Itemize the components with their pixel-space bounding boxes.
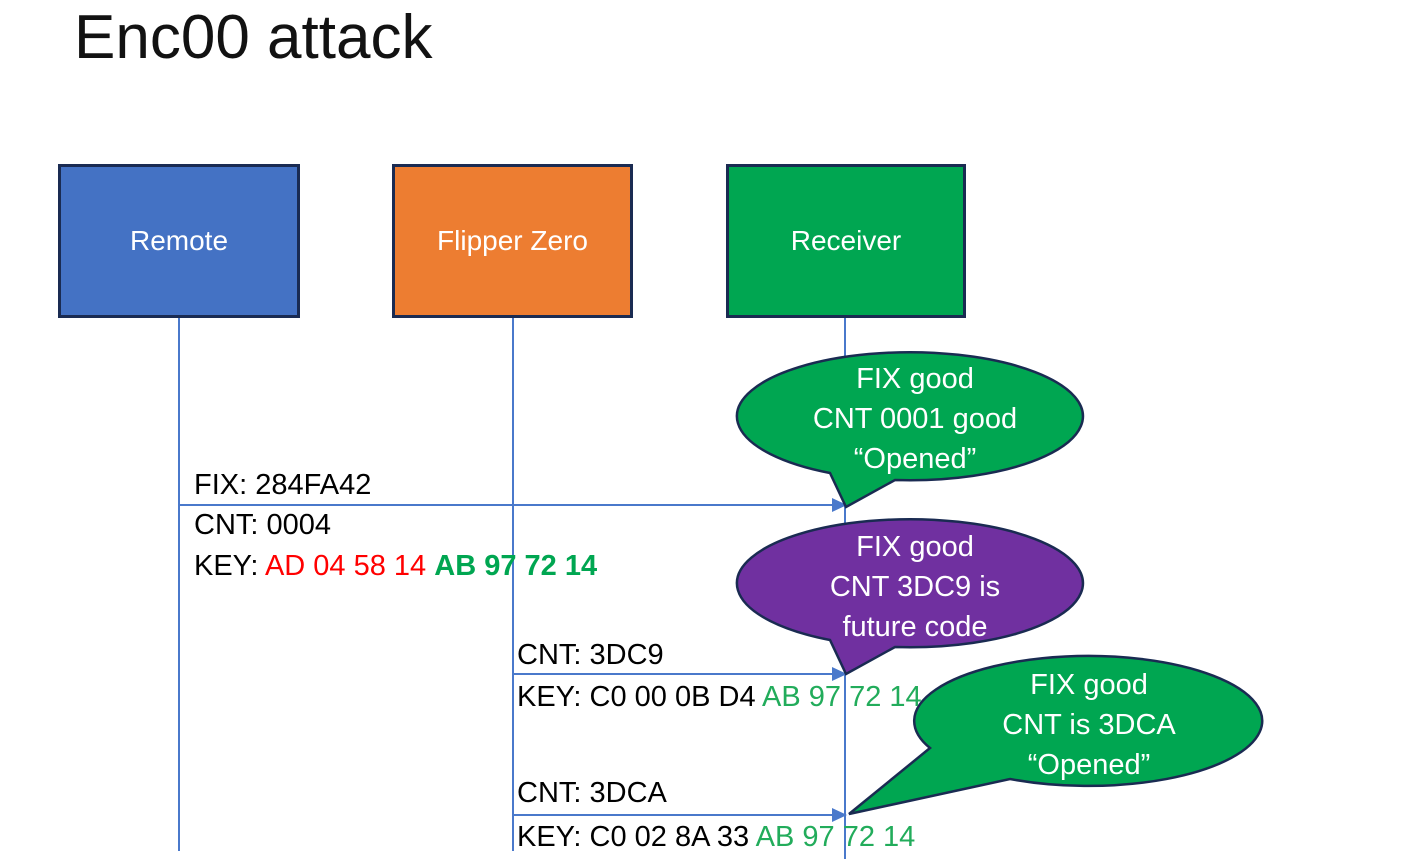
bubble-line: CNT 3DC9 is [829,571,1001,603]
bubble-line: “Opened” [853,443,977,475]
message-3-cnt-line: CNT: 3DCA [517,777,667,809]
actor-box-flipper-zero: Flipper Zero [392,164,633,318]
message-1-key-line: KEY: AD 04 58 14 AB 97 72 14 [194,549,597,583]
speech-bubble-1-text: FIX good CNT 0001 good “Opened” [742,359,1088,479]
bubble-line: future code [842,611,988,643]
bubble-line: “Opened” [1027,749,1151,781]
bubble-line: FIX good [856,363,974,395]
actor-box-receiver: Receiver [726,164,966,318]
speech-bubble-3-shape [848,654,1264,816]
actor-label-flipper-zero: Flipper Zero [437,225,588,256]
key-prefix: KEY: C0 00 0B D4 [517,681,763,713]
speech-bubble-1-shape [735,350,1085,509]
message-2-key-line: KEY: C0 00 0B D4 AB 97 72 14 [517,680,922,714]
key-red-bytes: AD 04 58 14 [264,550,435,582]
slide-title: Enc00 attack [74,3,433,72]
message-2-cnt-line: CNT: 3DC9 [517,639,664,671]
speech-bubble-3-text: FIX good CNT is 3DCA “Opened” [914,665,1264,785]
bubble-line: FIX good [1030,669,1148,701]
message-1-cnt-line: CNT: 0004 [194,509,332,541]
key-green-bytes: AB 97 72 14 [762,681,922,713]
bubble-line: FIX good [856,531,974,563]
speech-bubble-2-text: FIX good CNT 3DC9 is future code [742,527,1088,647]
key-prefix: KEY: [194,550,265,582]
message-arrowhead-2 [832,667,847,681]
actor-box-remote: Remote [58,164,300,318]
message-1-fix-line: FIX: 284FA42 [194,469,372,501]
bubble-line: CNT 0001 good [812,403,1018,435]
speech-bubble-2-shape [735,517,1085,676]
actor-label-remote: Remote [129,225,229,256]
message-arrowhead-1 [832,498,847,512]
key-green-bytes: AB 97 72 14 [755,821,916,853]
actor-label-receiver: Receiver [790,225,902,256]
message-arrowhead-3 [832,808,847,822]
message-3-key-line: KEY: C0 02 8A 33 AB 97 72 14 [517,820,915,854]
key-prefix: KEY: C0 02 8A 33 [517,821,756,853]
bubble-line: CNT is 3DCA [1002,709,1176,741]
key-green-bytes: AB 97 72 14 [434,550,598,582]
